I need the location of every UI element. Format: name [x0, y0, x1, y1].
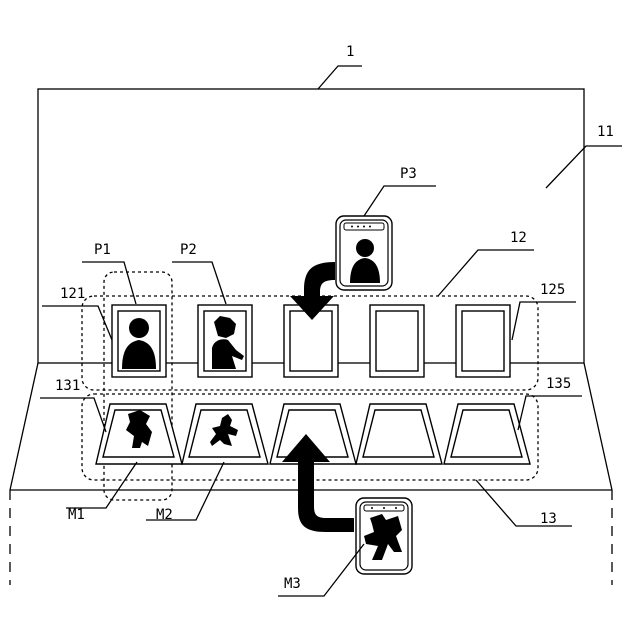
label-slot-135: 135 — [546, 376, 571, 392]
label-slot-131: 131 — [55, 378, 80, 394]
label-upper-area: 12 — [510, 230, 527, 246]
label-p3: P3 — [400, 166, 417, 182]
label-display: 11 — [597, 124, 614, 140]
label-device: 1 — [346, 44, 354, 60]
label-slot-121: 121 — [60, 286, 85, 302]
label-m3: M3 — [284, 576, 301, 592]
label-m1: M1 — [68, 507, 85, 523]
label-lower-area: 13 — [540, 511, 557, 527]
label-slot-125: 125 — [540, 282, 565, 298]
card-p3 — [336, 216, 392, 290]
label-p2: P2 — [180, 242, 197, 258]
label-p1: P1 — [94, 242, 111, 258]
label-m2: M2 — [156, 507, 173, 523]
card-m3 — [356, 498, 412, 574]
